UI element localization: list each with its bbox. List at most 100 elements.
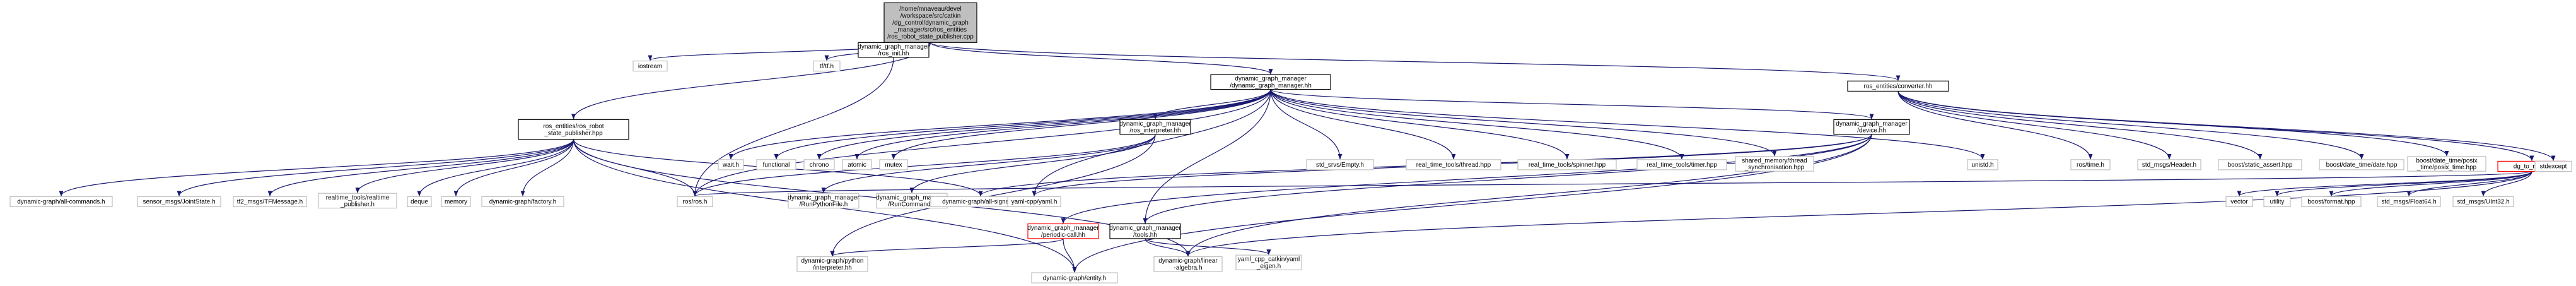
node-rrsp_hpp[interactable]: ros_entities/ros_robot_state_publisher.h… (518, 119, 629, 140)
node-box (718, 159, 744, 170)
node-label: tf/tf.h (820, 63, 834, 70)
node-tools[interactable]: dynamic_graph_manager/tools.hh (1109, 223, 1181, 239)
edge-tools-to-yaml_eigen (1145, 238, 1271, 256)
node-periodic_call[interactable]: dynamic_graph_manager/periodic-call.hh (1027, 223, 1099, 239)
node-label: dynamic-graph/all-signals.h (942, 199, 1019, 206)
node-label: dynamic-graph/all-commands.h (17, 199, 105, 206)
node-box (883, 2, 977, 43)
edge-device-to-linear_alg (1186, 134, 1872, 257)
node-label: functional (763, 162, 790, 169)
node-box (1153, 256, 1223, 272)
node-box (1210, 74, 1331, 90)
node-box (1735, 156, 1814, 172)
edge-dgm_hh-to-functional (774, 89, 1271, 160)
node-box (1027, 223, 1099, 239)
node-box (1306, 159, 1374, 170)
edge-converter-to-stdexcept (1897, 91, 2556, 162)
node-unistd: unistd.h (1967, 159, 1998, 170)
node-label: realtime_tools/realtime (326, 194, 390, 201)
node-dgm_hh[interactable]: dynamic_graph_manager/dynamic_graph_mana… (1210, 74, 1331, 90)
node-box (796, 256, 868, 272)
node-label: /ros_init.hh (878, 51, 909, 57)
edge-dgm_hh-to-rt_spinner (1270, 89, 1570, 160)
node-converter[interactable]: ros_entities/converter.hh (1847, 80, 1949, 92)
node-box (2534, 160, 2572, 172)
edge-root-to-converter (930, 42, 1901, 81)
node-label: yaml-cpp/yaml.h (1011, 199, 1058, 206)
node-utility: utility (2263, 196, 2291, 207)
edge-device-to-periodic_call (1061, 134, 1872, 224)
node-box (2377, 196, 2441, 207)
node-label: std_srvs/Empty.h (1316, 162, 1364, 169)
node-device[interactable]: dynamic_graph_manager/device.hh (1833, 119, 1910, 135)
node-rt_thread: real_time_tools/thread.hpp (1406, 159, 1501, 170)
node-label: dynamic_graph_manager (1235, 76, 1307, 83)
node-box (441, 196, 471, 207)
node-label: _time/posix_time.hpp (2416, 164, 2477, 171)
node-label: dynamic-graph/python (801, 258, 864, 265)
node-box (879, 159, 908, 170)
node-label: deque (411, 199, 428, 206)
node-label: shared_memory/thread (1742, 157, 1807, 164)
node-static_assert: boost/static_assert.hpp (2218, 159, 2302, 170)
node-box (2218, 159, 2302, 170)
node-label: std_msgs/Float64.h (2381, 199, 2436, 206)
node-ros_init[interactable]: dynamic_graph_manager/ros_init.hh (858, 42, 930, 58)
edge-dgm_hh-to-std_srvs (1270, 89, 1343, 160)
node-rt_spinner: real_time_tools/spinner.hpp (1517, 159, 1617, 170)
edge-dgm_hh-to-device (1270, 89, 1874, 120)
node-label: dynamic_graph_manager (858, 44, 930, 51)
node-label: boost/date_time/date.hpp (2326, 162, 2398, 169)
edge-dgm_hh-to-unistd (1270, 89, 1985, 160)
node-mutex: mutex (879, 159, 908, 170)
node-box (2225, 196, 2253, 207)
node-shm_sync: shared_memory/thread_synchronisation.hpp (1735, 156, 1814, 172)
node-label: yaml_cpp_catkin/yaml (1238, 256, 1300, 263)
edge-ros_interp-to-run_py_file (821, 134, 1156, 194)
node-dg_entity: dynamic-graph/entity.h (1031, 272, 1118, 283)
node-stdexcept: stdexcept (2534, 160, 2572, 172)
edge-dgm_hh-to-rt_thread (1270, 89, 1456, 160)
node-label: /ros_robot_state_publisher.cpp (887, 33, 974, 40)
node-label: _state_publisher.hpp (544, 130, 603, 137)
node-yaml_eigen: yaml_cpp_catkin/yaml_eigen.h (1235, 254, 1302, 271)
node-box (858, 42, 930, 58)
node-label: -algebra.h (1174, 265, 1202, 271)
node-label: /device.hh (1857, 128, 1886, 134)
node-joint_state: sensor_msgs/JointState.h (137, 196, 221, 207)
edge-device-to-dg_entity (1072, 134, 1872, 273)
node-functional: functional (756, 159, 796, 170)
edge-rrsp_hpp-to-deque (417, 139, 574, 197)
node-box (1847, 80, 1949, 92)
node-linear_alg: dynamic-graph/linear-algebra.h (1153, 256, 1223, 272)
node-box (756, 159, 796, 170)
edge-ros_interp-to-run_cmd (909, 134, 1156, 194)
edge-dgm_hh-to-shm_sync (1270, 89, 1777, 157)
node-uint32: std_msgs/UInt32.h (2452, 196, 2514, 207)
edge-dgm_hh-to-ros_h (692, 89, 1271, 197)
node-box (2407, 156, 2486, 172)
node-deque: deque (407, 196, 432, 207)
edge-ros_interp-to-py_interp (830, 134, 1156, 257)
edge-dg_to_ros-to-boost_format (2329, 170, 2532, 197)
node-label: real_time_tools/timer.hpp (1646, 162, 1717, 169)
node-label: utility (2270, 199, 2285, 206)
node-label: iostream (638, 63, 662, 70)
node-box (318, 193, 397, 209)
node-label: memory (445, 199, 467, 206)
node-box (1109, 223, 1181, 239)
node-rt_pub: realtime_tools/realtime_publisher.h (318, 193, 397, 209)
node-box (842, 159, 872, 170)
edge-root-to-dgm_hh (930, 42, 1273, 75)
node-ros_interp[interactable]: dynamic_graph_manager/ros_interpreter.hh (1119, 119, 1191, 135)
node-box (1833, 119, 1910, 135)
edge-converter-to-std_header (1897, 91, 2172, 160)
node-ros_h: ros/ros.h (677, 196, 713, 207)
edge-rrsp_hpp-to-tfmessage (267, 139, 574, 197)
edge-dgm_hh-to-rt_timer (1270, 89, 1684, 160)
node-label: _eigen.h (1256, 263, 1281, 270)
node-label: chrono (810, 162, 829, 169)
edge-periodic_call-to-py_interp (830, 238, 1064, 257)
edge-ros_interp-to-ros_h (692, 134, 1156, 197)
